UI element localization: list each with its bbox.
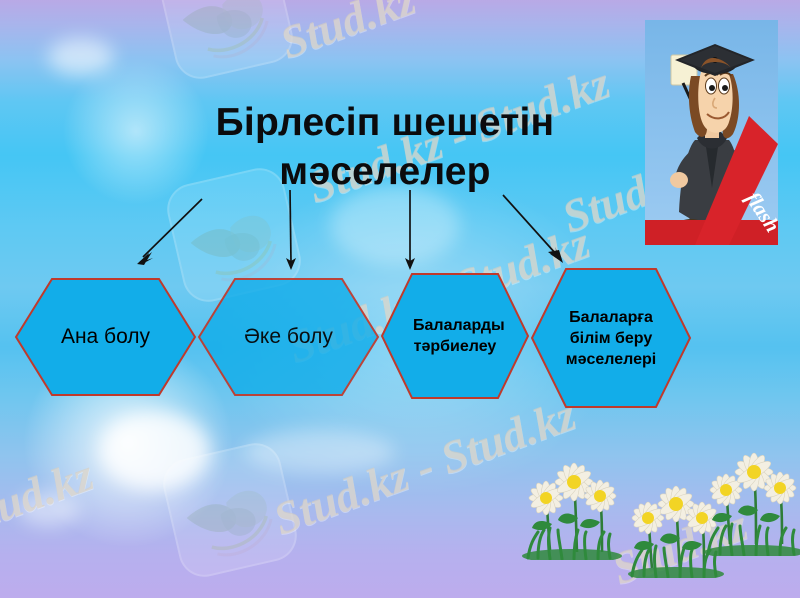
flower-clump-center bbox=[628, 468, 732, 578]
hexagon-shape bbox=[530, 268, 692, 408]
background-glow-bottom-left bbox=[100, 412, 210, 490]
hummingbird-logo bbox=[158, 438, 302, 582]
watermark-text: Stud.kz - Stud.kz bbox=[266, 388, 583, 545]
hex-label: Балаларға білім беру мәселелері bbox=[565, 308, 657, 368]
hex-balalarga-bilim-beru[interactable]: Балаларға білім беру мәселелері bbox=[530, 267, 692, 409]
arrow-to-balalardy bbox=[400, 190, 420, 272]
background-glow-mid-band bbox=[245, 430, 395, 474]
hex-ana-bolu[interactable]: Ана болу bbox=[14, 277, 197, 397]
background-glow-top-left bbox=[48, 38, 114, 76]
flower-clump-right bbox=[704, 444, 800, 556]
arrow-to-ake-bolu bbox=[281, 189, 301, 272]
flower-clump-left bbox=[522, 452, 632, 560]
hexagon-shape bbox=[14, 278, 197, 396]
hex-label: Ана болу bbox=[60, 325, 151, 348]
watermark-text: Stud.kz bbox=[0, 448, 100, 545]
watermark-text: Stud.kz bbox=[273, 0, 422, 69]
hex-ake-bolu[interactable]: Әке болу bbox=[197, 277, 380, 397]
hex-balalardy-tarbieleu[interactable]: Балаларды тәрбиелеу bbox=[380, 272, 530, 400]
background-glow-lower-left bbox=[18, 492, 80, 526]
arrow-to-balalarga bbox=[498, 192, 578, 272]
background-glow-center bbox=[330, 185, 460, 265]
hex-label: Әке болу bbox=[244, 325, 333, 348]
arrow-to-ana-bolu bbox=[130, 195, 210, 270]
hexagon-shape bbox=[380, 273, 530, 399]
page-title: Бірлесіп шешетін мәселелер bbox=[215, 101, 555, 194]
hex-label: Балаларды тәрбиелеу bbox=[413, 317, 505, 355]
graduate-character-image: flash bbox=[645, 20, 778, 245]
hexagon-shape bbox=[197, 278, 380, 396]
watermark-text: Stud.kz bbox=[605, 498, 754, 595]
hummingbird-logo bbox=[154, 0, 298, 84]
